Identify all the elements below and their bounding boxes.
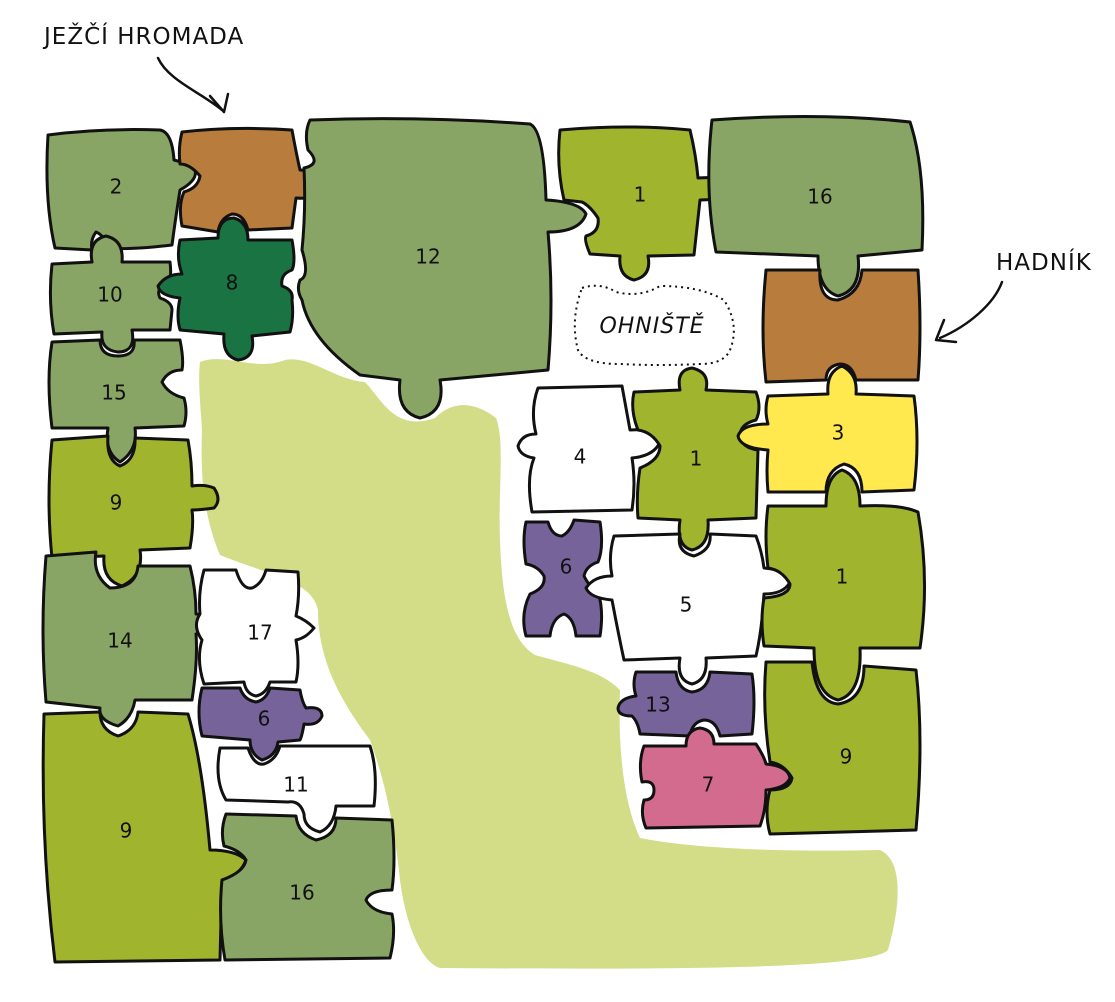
bed-17-shape xyxy=(195,568,316,698)
bed-number: 17 xyxy=(247,621,272,645)
bed-number: 6 xyxy=(560,555,573,579)
bed-number: 16 xyxy=(807,185,832,209)
bed-6-left-shape xyxy=(197,686,324,762)
bed-10-shape xyxy=(48,234,174,354)
bed-number: 16 xyxy=(289,881,314,905)
bed-1-right-shape xyxy=(760,468,927,702)
bed-7-shape xyxy=(638,726,792,830)
fireplace-label: OHNIŠTĚ xyxy=(599,313,704,339)
bed-number: 7 xyxy=(702,773,715,797)
fireplace-outline xyxy=(573,284,735,366)
bed-1-top-shape xyxy=(557,125,736,282)
bed-number: 4 xyxy=(574,445,587,469)
bed-9-bottom-shape xyxy=(41,710,248,964)
bed-11-shape xyxy=(216,744,377,834)
bed-brown-top-shape xyxy=(177,126,334,234)
bed-number: 9 xyxy=(120,819,133,843)
bed-number: 5 xyxy=(680,593,693,617)
bed-number: 14 xyxy=(107,629,132,653)
bed-1-mid-shape xyxy=(631,366,761,552)
bed-number: 8 xyxy=(226,271,239,295)
bed-number: 12 xyxy=(415,245,440,269)
bed-number: 6 xyxy=(258,707,271,731)
bed-9-right-shape xyxy=(763,660,922,836)
hedgehog-pile-label: JEŽČÍ HROMADA xyxy=(42,22,244,50)
bed-number: 15 xyxy=(101,381,126,405)
bed-16-top-shape xyxy=(707,114,925,298)
bed-13-shape xyxy=(616,670,756,738)
bed-number: 3 xyxy=(832,421,845,445)
bed-brown-right-shape xyxy=(761,268,922,384)
central-path xyxy=(199,359,898,969)
snake-pile-label: HADNÍK xyxy=(996,248,1092,276)
bed-8-shape xyxy=(156,216,296,362)
bed-number: 1 xyxy=(690,447,703,471)
bed-number: 2 xyxy=(110,175,123,199)
bed-number: 9 xyxy=(110,491,123,515)
bed-number: 10 xyxy=(97,283,122,307)
bed-12-shape xyxy=(296,117,588,420)
bed-16-bottom-shape xyxy=(219,812,396,962)
bed-number: 1 xyxy=(836,565,849,589)
bed-number: 9 xyxy=(840,745,853,769)
bed-number: 11 xyxy=(283,773,308,797)
snake-pile-arrow xyxy=(934,280,1004,344)
bed-5-shape xyxy=(584,532,792,686)
bed-9-left-shape xyxy=(47,434,220,588)
bed-number: 13 xyxy=(645,693,670,717)
bed-3-shape xyxy=(736,364,919,494)
bed-6-mid-shape xyxy=(522,518,604,638)
hedgehog-pile-arrow xyxy=(156,56,230,114)
bed-number: 1 xyxy=(634,183,647,207)
